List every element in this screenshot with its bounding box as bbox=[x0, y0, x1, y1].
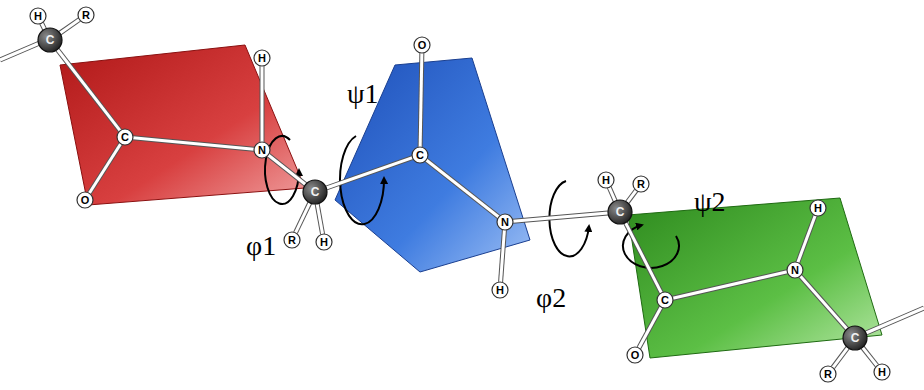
dihedral-angle-label: ψ2 bbox=[694, 188, 726, 216]
bond-line bbox=[426, 160, 498, 217]
atom: R bbox=[632, 175, 650, 193]
bond-line bbox=[627, 190, 636, 202]
atom-symbol: H bbox=[602, 175, 610, 186]
atom: H bbox=[315, 233, 333, 251]
bond-line bbox=[800, 276, 847, 329]
bond-line bbox=[268, 155, 305, 185]
bond-line bbox=[57, 49, 120, 130]
atom-symbol: H bbox=[814, 203, 822, 214]
atom-symbol: O bbox=[418, 40, 427, 51]
atom-symbol: C bbox=[851, 332, 860, 344]
atom-symbol: H bbox=[258, 53, 266, 64]
bond-line bbox=[833, 348, 848, 368]
atom: H bbox=[809, 199, 827, 217]
atom: N bbox=[786, 261, 804, 279]
phi1-rotation bbox=[265, 136, 299, 204]
atom: R bbox=[77, 6, 95, 24]
bond-line bbox=[501, 230, 505, 282]
atom-symbol: R bbox=[288, 235, 296, 246]
atom: H bbox=[253, 49, 271, 67]
atom: R bbox=[283, 231, 301, 249]
bond-line bbox=[42, 23, 45, 29]
alpha-carbon-atom: C bbox=[842, 325, 868, 351]
atom: H bbox=[597, 171, 615, 189]
blue-plane bbox=[335, 58, 530, 272]
atom-symbol: C bbox=[661, 295, 669, 306]
atom: N bbox=[496, 213, 514, 231]
bond-line bbox=[639, 307, 661, 348]
atom-symbol: N bbox=[501, 217, 509, 228]
atom-symbol: H bbox=[496, 285, 504, 296]
alpha-carbon-atom: C bbox=[607, 199, 633, 225]
atom-symbol: O bbox=[81, 195, 90, 206]
atom-symbol: H bbox=[34, 11, 42, 22]
atom-symbol: C bbox=[616, 206, 625, 218]
dihedral-angle-label: φ1 bbox=[246, 232, 276, 260]
bond-line bbox=[673, 272, 787, 298]
bond-line bbox=[133, 138, 254, 149]
atom: N bbox=[253, 141, 271, 159]
atom-symbol: O bbox=[631, 350, 640, 361]
atom-symbol: R bbox=[82, 10, 90, 21]
atom: H bbox=[873, 363, 891, 381]
atom-symbol: H bbox=[878, 367, 886, 378]
atom-symbol: R bbox=[824, 369, 832, 380]
atom: C bbox=[116, 128, 134, 146]
atom-symbol: C bbox=[416, 150, 424, 161]
atom-symbol: N bbox=[258, 145, 266, 156]
bond-line bbox=[862, 347, 877, 365]
bond-line bbox=[513, 213, 608, 221]
atom-symbol: N bbox=[791, 265, 799, 276]
atom: O bbox=[76, 191, 94, 209]
alpha-carbon-atom: C bbox=[302, 179, 328, 205]
atom: H bbox=[491, 281, 509, 299]
bond-line bbox=[295, 203, 309, 233]
atom-symbol: H bbox=[320, 237, 328, 248]
alpha-carbon-atom: C bbox=[37, 27, 63, 53]
chain-continuation bbox=[0, 42, 924, 333]
atom: O bbox=[413, 36, 431, 54]
atom: C bbox=[656, 291, 674, 309]
bond-line bbox=[262, 66, 263, 142]
bond-line bbox=[420, 53, 422, 147]
red-plane bbox=[60, 45, 305, 205]
bond-line bbox=[798, 216, 815, 263]
dihedral-angle-label: φ2 bbox=[536, 284, 566, 312]
atom: C bbox=[411, 146, 429, 164]
bond-line bbox=[326, 158, 412, 188]
green-plane bbox=[628, 198, 882, 358]
atom-symbol: C bbox=[311, 186, 320, 198]
atom: O bbox=[626, 346, 644, 364]
bond-line bbox=[60, 20, 80, 34]
bond-line bbox=[625, 223, 661, 293]
atom-symbol: C bbox=[121, 132, 129, 143]
atom-symbol: C bbox=[46, 34, 55, 46]
bond-line bbox=[609, 187, 615, 201]
atom: H bbox=[29, 7, 47, 25]
atom: R bbox=[819, 365, 837, 383]
bond-line bbox=[317, 204, 322, 234]
atom-symbol: R bbox=[637, 179, 645, 190]
bond-line bbox=[89, 144, 120, 193]
dihedral-angle-label: ψ1 bbox=[347, 80, 379, 108]
